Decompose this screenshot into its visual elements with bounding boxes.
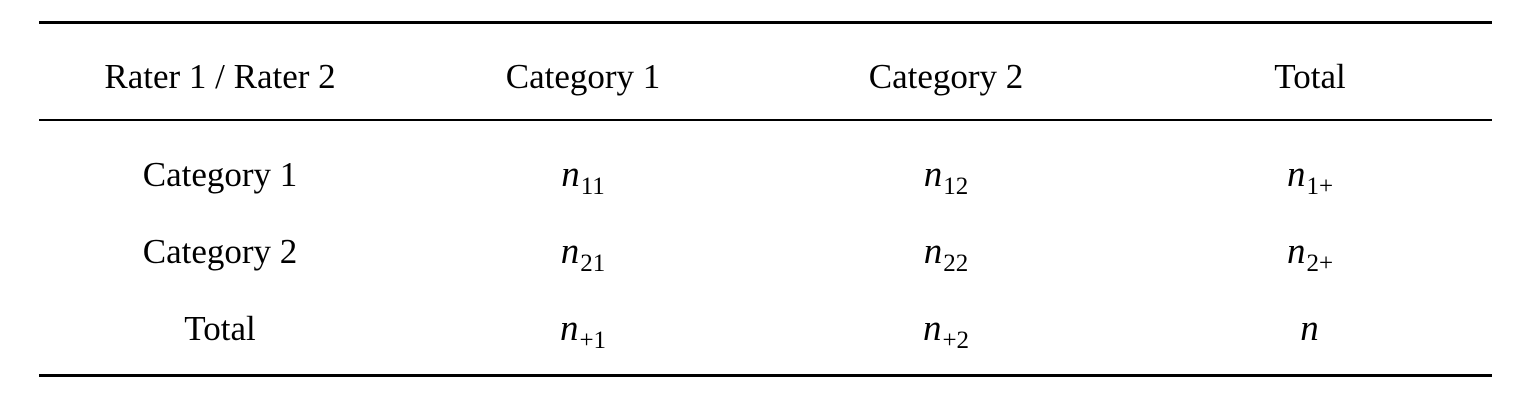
cell-n11: n11 [561,154,605,200]
header-total: Total [1274,57,1346,96]
row-label: Total [184,309,256,348]
cell-n-total: n [1300,308,1319,349]
cell-n22: n22 [923,231,969,277]
header-category-1: Category 1 [505,57,661,96]
cell-n2plus: n2+ [1286,231,1334,277]
cell-nplus2: n+2 [922,308,970,354]
row-label: Category 2 [142,232,298,271]
table-row: Total n+1 n+2 n [39,304,1492,354]
table-row: Category 2 n21 n22 n2+ [39,227,1492,277]
table-row: Category 1 n11 n12 n1+ [39,150,1492,200]
header-row: Rater 1 / Rater 2 Category 1 Category 2 … [39,52,1492,102]
bottom-rule [39,374,1492,377]
cell-n21: n21 [560,231,606,277]
mid-rule [39,119,1492,121]
top-rule [39,21,1492,24]
cell-nplus1: n+1 [559,308,607,354]
cell-n1plus: n1+ [1286,154,1334,200]
cell-n12: n12 [923,154,969,200]
row-label: Category 1 [142,155,298,194]
header-category-2: Category 2 [868,57,1024,96]
header-rater-label: Rater 1 / Rater 2 [104,57,336,96]
